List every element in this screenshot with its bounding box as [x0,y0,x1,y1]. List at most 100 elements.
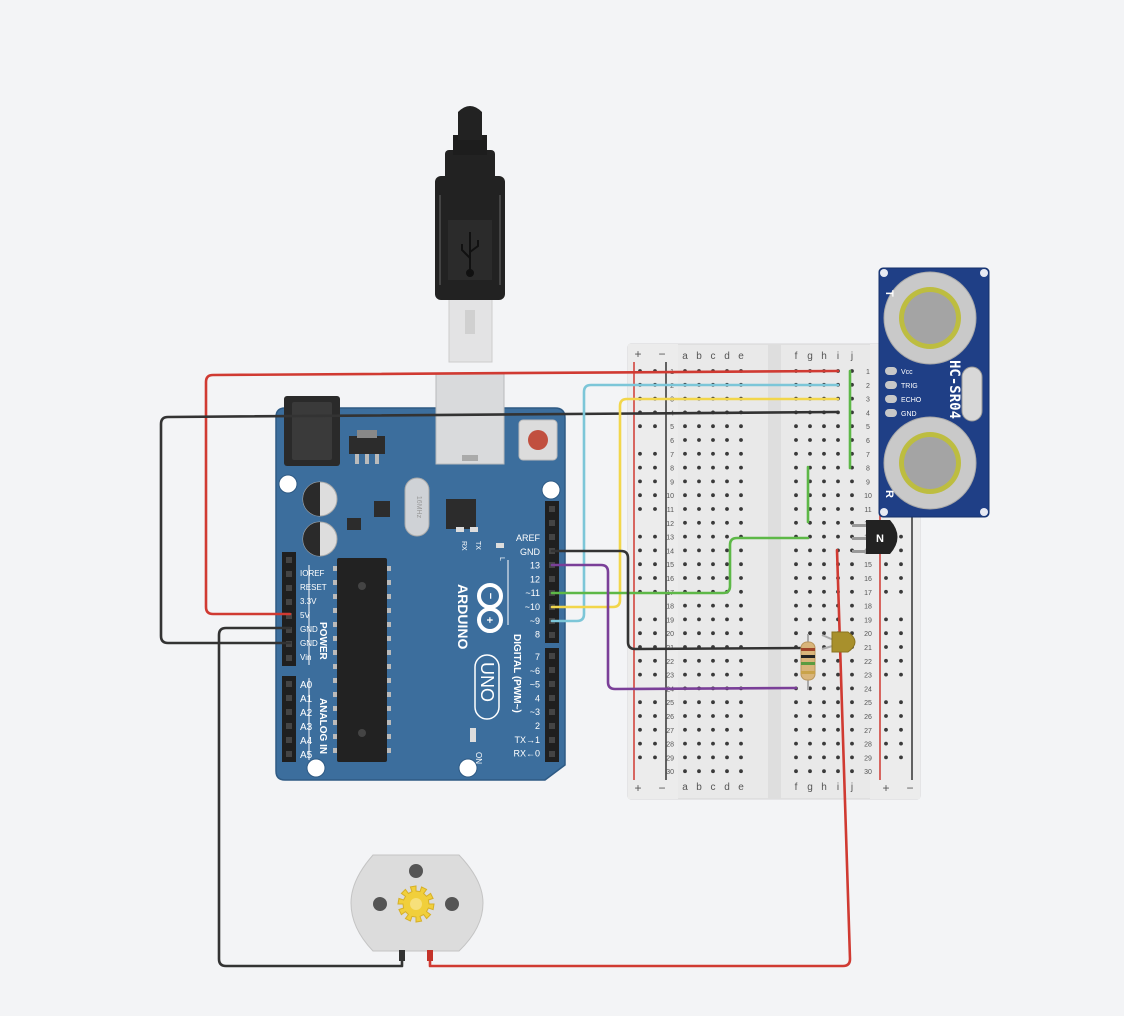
breadboard-hole[interactable] [794,672,798,677]
breadboard-hole[interactable] [725,451,729,456]
breadboard-hole[interactable] [739,617,743,622]
breadboard-hole[interactable] [822,562,826,567]
rail-hole[interactable] [638,700,642,705]
breadboard-hole[interactable] [850,727,854,732]
breadboard-hole[interactable] [697,617,701,622]
breadboard-hole[interactable] [850,672,854,677]
breadboard-hole[interactable] [794,548,798,553]
breadboard-hole[interactable] [697,438,701,442]
breadboard-hole[interactable] [683,507,687,511]
rail-hole[interactable] [884,672,888,677]
breadboard-hole[interactable] [850,507,854,511]
breadboard-hole[interactable] [725,714,729,718]
header-pin[interactable] [549,506,555,512]
breadboard-hole[interactable] [697,493,701,498]
breadboard-hole[interactable] [850,562,854,567]
rail-hole[interactable] [653,727,657,732]
breadboard-hole[interactable] [794,658,798,663]
breadboard-hole[interactable] [725,603,729,608]
rail-hole[interactable] [638,465,642,470]
rail-hole[interactable] [899,562,903,567]
wire-5v-red[interactable] [204,369,840,616]
breadboard-hole[interactable] [711,465,715,470]
breadboard-hole[interactable] [739,589,743,594]
breadboard-hole[interactable] [808,589,812,594]
header-pin[interactable] [549,723,555,729]
header-pin[interactable] [286,737,292,743]
dc-motor[interactable] [350,854,484,961]
rail-hole[interactable] [653,493,657,498]
rail-hole[interactable] [638,727,642,732]
breadboard-hole[interactable] [697,603,701,608]
breadboard-hole[interactable] [683,603,687,608]
rail-hole[interactable] [899,617,903,622]
breadboard-hole[interactable] [808,686,812,691]
breadboard-hole[interactable] [697,424,701,429]
breadboard-hole[interactable] [808,576,812,580]
rail-hole[interactable] [653,741,657,746]
breadboard-hole[interactable] [697,534,701,539]
header-pin[interactable] [286,655,292,661]
rail-hole[interactable] [653,658,657,663]
breadboard-hole[interactable] [725,741,729,746]
rail-hole[interactable] [884,576,888,580]
breadboard-hole[interactable] [697,727,701,732]
wire-motor-red[interactable] [428,548,852,968]
breadboard-hole[interactable] [711,658,715,663]
rail-hole[interactable] [899,534,903,539]
breadboard-hole[interactable] [794,631,798,636]
breadboard-hole[interactable] [836,493,840,498]
breadboard-hole[interactable] [697,479,701,484]
rail-hole[interactable] [653,548,657,553]
breadboard-hole[interactable] [822,658,826,663]
breadboard-hole[interactable] [683,714,687,718]
header-pin[interactable] [549,576,555,582]
rail-hole[interactable] [653,562,657,567]
wire-gnd-black[interactable] [159,410,840,645]
breadboard-hole[interactable] [697,755,701,760]
breadboard-hole[interactable] [794,438,798,442]
rail-hole[interactable] [653,672,657,677]
breadboard-hole[interactable] [850,755,854,760]
breadboard-hole[interactable] [850,714,854,718]
header-pin[interactable] [286,695,292,701]
breadboard-hole[interactable] [739,465,743,470]
header-pin[interactable] [286,557,292,563]
led[interactable] [821,631,856,653]
breadboard-hole[interactable] [822,700,826,705]
breadboard-hole[interactable] [725,548,729,553]
jumper-green-group[interactable] [806,369,852,524]
breadboard-hole[interactable] [711,741,715,746]
breadboard-hole[interactable] [683,672,687,677]
breadboard-hole[interactable] [697,520,701,525]
breadboard-hole[interactable] [711,438,715,442]
rail-hole[interactable] [653,424,657,429]
rail-hole[interactable] [899,589,903,594]
breadboard-hole[interactable] [822,603,826,608]
breadboard-hole[interactable] [822,576,826,580]
rail-hole[interactable] [899,741,903,746]
breadboard-hole[interactable] [683,617,687,622]
rail-hole[interactable] [899,714,903,718]
breadboard-hole[interactable] [739,493,743,498]
breadboard-hole[interactable] [794,576,798,580]
breadboard-hole[interactable] [725,617,729,622]
breadboard-hole[interactable] [808,714,812,718]
rail-hole[interactable] [884,645,888,649]
rail-hole[interactable] [899,755,903,760]
rail-hole[interactable] [653,451,657,456]
rail-hole[interactable] [899,700,903,705]
breadboard-hole[interactable] [711,479,715,484]
rail-hole[interactable] [899,548,903,553]
breadboard-hole[interactable] [850,576,854,580]
wire-pin11-green[interactable] [550,536,810,595]
breadboard-hole[interactable] [697,562,701,567]
breadboard-hole[interactable] [822,769,826,774]
breadboard-hole[interactable] [850,658,854,663]
breadboard-hole[interactable] [683,438,687,442]
breadboard-hole[interactable] [822,424,826,429]
breadboard-hole[interactable] [739,672,743,677]
rail-hole[interactable] [884,617,888,622]
rail-hole[interactable] [653,755,657,760]
rail-hole[interactable] [638,576,642,580]
